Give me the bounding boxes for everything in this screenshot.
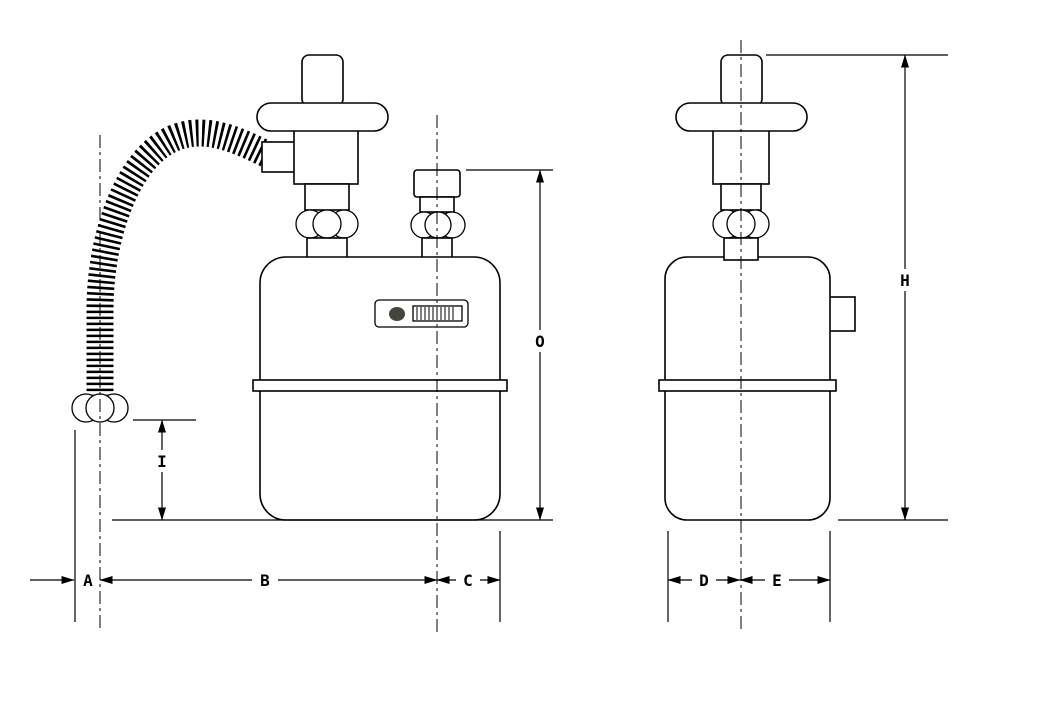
front-view (71, 54, 508, 521)
regulator-body-block (293, 129, 359, 185)
dim-label-bg (252, 570, 278, 590)
nut-lobe (312, 209, 342, 239)
side-view (658, 54, 856, 521)
nut-lobe (424, 211, 452, 239)
regulator-top-cylinder (301, 54, 344, 107)
inlet-union-nut-front (295, 209, 359, 239)
dim-label-bg (529, 330, 551, 352)
dim-label-D: D (699, 571, 709, 590)
regulator-assembly-side (675, 54, 808, 261)
dim-label-bg (456, 570, 480, 590)
register-window (374, 299, 469, 328)
dimensions: A B C D E I O H (30, 54, 948, 622)
dim-label-bg (152, 450, 172, 472)
regulator-neck (304, 183, 350, 211)
outlet-union-nut (410, 211, 466, 239)
dim-label-C: C (463, 571, 473, 590)
inlet-union-nut-side (712, 209, 770, 239)
outlet-pipe-front (410, 169, 466, 260)
test-dial-dot (389, 307, 405, 321)
dim-label-B: B (260, 571, 270, 590)
odometer-box (412, 305, 463, 322)
dim-label-bg (765, 570, 789, 590)
regulator-assembly-front (256, 54, 389, 261)
side-connector-boss (828, 296, 856, 332)
meter-seam-band-side (658, 379, 837, 392)
flexible-hose (86, 119, 279, 396)
meter-seam-band-front (252, 379, 508, 392)
dim-label-E: E (772, 571, 782, 590)
regulator-vent-cap (256, 102, 389, 132)
dim-label-bg (894, 269, 916, 291)
dim-label-bg (692, 570, 716, 590)
center-lines (99, 40, 742, 632)
hose-stub-fitting (261, 141, 299, 173)
dim-label-H: H (900, 271, 910, 290)
dim-label-I: I (157, 452, 167, 471)
dim-label-A: A (83, 571, 93, 590)
dim-label-O: O (535, 332, 545, 351)
